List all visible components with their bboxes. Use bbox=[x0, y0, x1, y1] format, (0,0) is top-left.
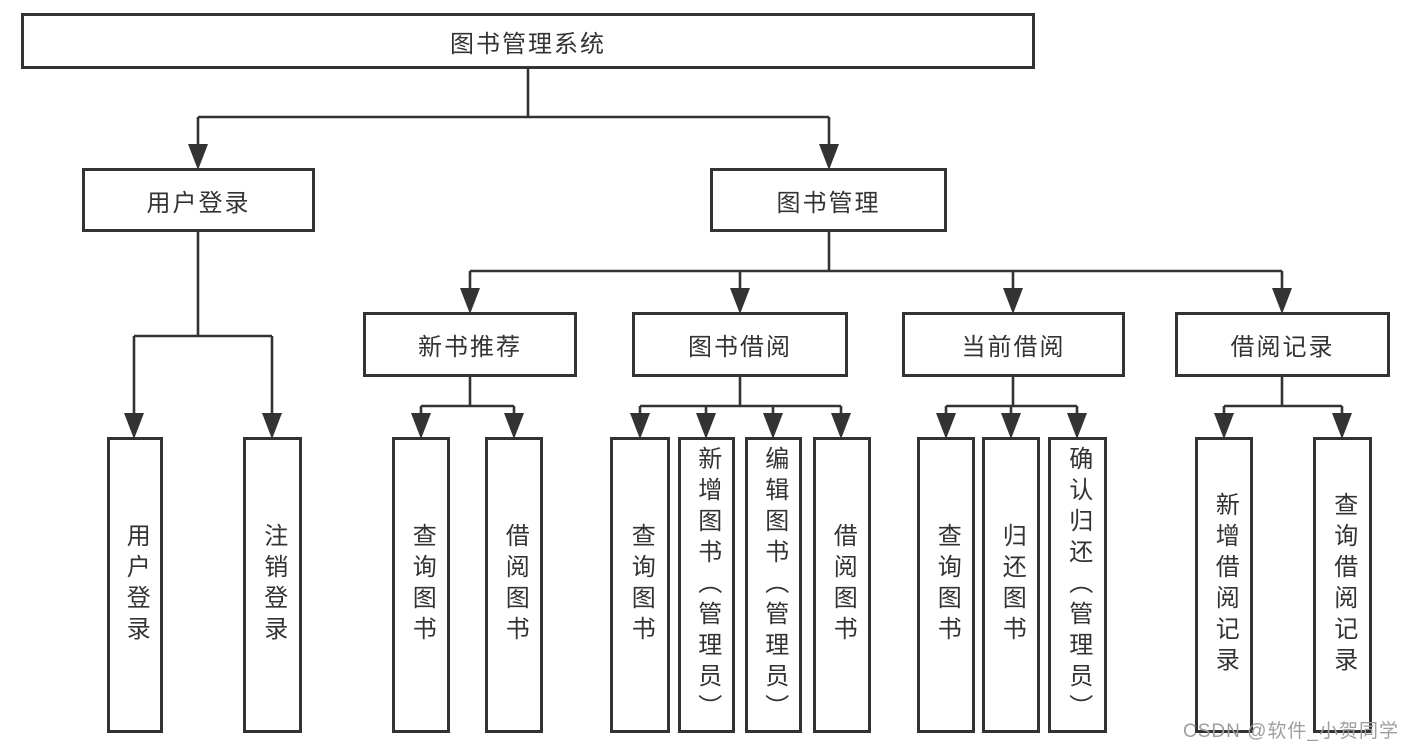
node-label: 新书推荐 bbox=[418, 334, 522, 361]
node-new-book-recommendation: 新书推荐 bbox=[363, 312, 577, 377]
node-label: 图书借阅 bbox=[688, 334, 792, 361]
leaf-confirm-return-admin: 确认归还（管理员） bbox=[1048, 437, 1107, 733]
leaf-add-borrow-record: 新增借阅记录 bbox=[1195, 437, 1253, 733]
csdn-watermark: CSDN @软件_小贺同学 bbox=[1183, 721, 1399, 742]
node-borrowing-records: 借阅记录 bbox=[1175, 312, 1390, 377]
leaf-label: 查询图书 bbox=[408, 523, 436, 647]
leaf-label: 新增图书（管理员） bbox=[693, 445, 721, 725]
leaf-label: 归还图书 bbox=[998, 523, 1026, 647]
leaf-label: 注销登录 bbox=[259, 523, 287, 647]
leaf-borrow-query-books: 查询图书 bbox=[610, 437, 670, 733]
node-book-management: 图书管理 bbox=[710, 168, 947, 232]
leaf-add-book-admin: 新增图书（管理员） bbox=[678, 437, 735, 733]
leaf-label: 用户登录 bbox=[122, 523, 150, 647]
leaf-borrow-borrow-books: 借阅图书 bbox=[813, 437, 871, 733]
leaf-edit-book-admin: 编辑图书（管理员） bbox=[745, 437, 802, 733]
leaf-newbook-query-books: 查询图书 bbox=[392, 437, 450, 733]
node-current-borrowing: 当前借阅 bbox=[902, 312, 1125, 377]
leaf-logout: 注销登录 bbox=[243, 437, 302, 733]
leaf-label: 查询图书 bbox=[627, 523, 655, 647]
leaf-label: 新增借阅记录 bbox=[1211, 492, 1239, 678]
node-user-login-group: 用户登录 bbox=[82, 168, 315, 232]
leaf-label: 确认归还（管理员） bbox=[1064, 445, 1092, 725]
node-label: 借阅记录 bbox=[1230, 334, 1335, 361]
leaf-label: 查询借阅记录 bbox=[1329, 492, 1357, 678]
leaf-return-books: 归还图书 bbox=[982, 437, 1040, 733]
leaf-user-login: 用户登录 bbox=[107, 437, 163, 733]
node-label: 当前借阅 bbox=[961, 334, 1066, 361]
leaf-label: 查询图书 bbox=[933, 523, 961, 647]
leaf-label: 编辑图书（管理员） bbox=[760, 445, 788, 725]
node-library-management-system: 图书管理系统 bbox=[21, 13, 1035, 69]
node-label: 图书管理系统 bbox=[450, 30, 606, 58]
leaf-query-borrow-record: 查询借阅记录 bbox=[1313, 437, 1372, 733]
leaf-newbook-borrow-books: 借阅图书 bbox=[485, 437, 543, 733]
leaf-label: 借阅图书 bbox=[829, 523, 857, 647]
node-book-borrowing: 图书借阅 bbox=[632, 312, 848, 377]
node-label: 图书管理 bbox=[776, 189, 881, 217]
leaf-label: 借阅图书 bbox=[501, 523, 529, 647]
leaf-current-query-books: 查询图书 bbox=[917, 437, 975, 733]
node-label: 用户登录 bbox=[146, 189, 251, 217]
